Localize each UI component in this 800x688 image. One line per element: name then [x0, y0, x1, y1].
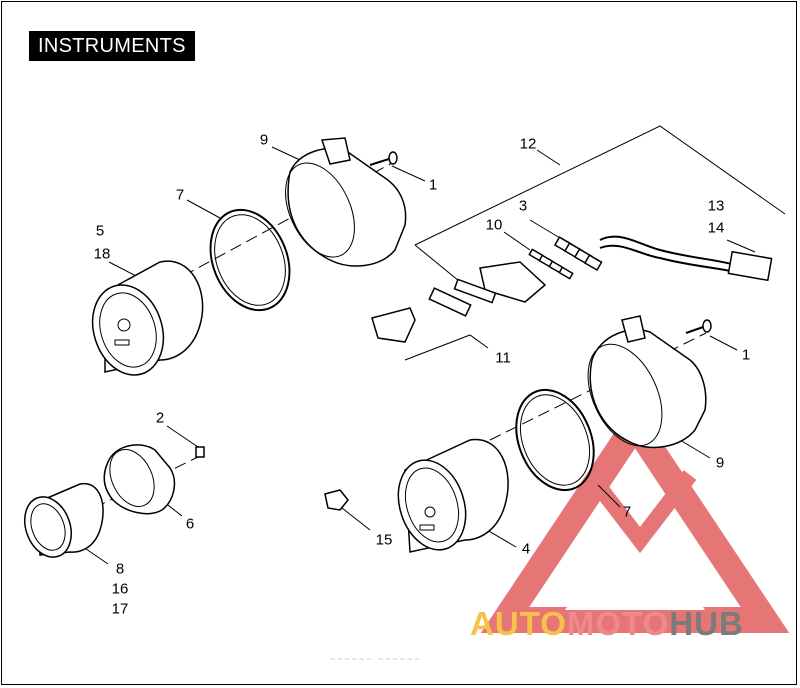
- upper-screw: [369, 151, 398, 166]
- watermark-moto: MOTO: [566, 605, 670, 642]
- bulb-socket: [324, 489, 349, 511]
- watermark-logo: [480, 401, 790, 633]
- diagram-title: INSTRUMENTS: [29, 31, 195, 61]
- callout-6: 6: [185, 515, 195, 533]
- callout-9-lower: 9: [715, 454, 725, 472]
- lower-screw: [685, 319, 712, 334]
- callout-3: 3: [518, 197, 528, 215]
- callout-8: 8: [115, 560, 125, 578]
- callout-14: 14: [707, 219, 725, 237]
- callout-15: 15: [375, 531, 393, 549]
- watermark-auto: AUTO: [470, 605, 567, 642]
- callout-17: 17: [111, 600, 129, 618]
- upper-gauge: [91, 260, 204, 376]
- leader-lines: [72, 125, 786, 565]
- lower-gauge: [397, 438, 509, 553]
- wire-harness: [371, 235, 773, 343]
- callout-11: 11: [495, 349, 511, 367]
- lower-housing: [587, 315, 707, 449]
- watermark-text: AUTOMOTOHUB: [470, 605, 744, 643]
- callout-1-lower: 1: [741, 346, 751, 364]
- small-screw: [195, 446, 205, 458]
- callout-1-upper: 1: [428, 176, 438, 194]
- callout-12: 12: [519, 135, 537, 153]
- upper-housing: [285, 137, 407, 267]
- callout-9-upper: 9: [259, 131, 269, 149]
- callout-5: 5: [95, 222, 105, 240]
- callout-7-lower: 7: [622, 503, 632, 521]
- callout-16: 16: [111, 580, 129, 598]
- small-gauge: [24, 482, 104, 558]
- callout-2: 2: [155, 409, 165, 427]
- callout-10: 10: [485, 216, 503, 234]
- footer-id: ~~~~~~ ~~~~~~: [330, 654, 422, 664]
- callout-18: 18: [93, 245, 111, 263]
- upper-ring: [209, 208, 291, 312]
- callout-7-upper: 7: [175, 186, 185, 204]
- callout-4: 4: [521, 540, 531, 558]
- small-housing: [103, 444, 176, 515]
- lower-ring: [515, 388, 595, 492]
- callout-13: 13: [707, 197, 725, 215]
- watermark-hub: HUB: [669, 605, 744, 642]
